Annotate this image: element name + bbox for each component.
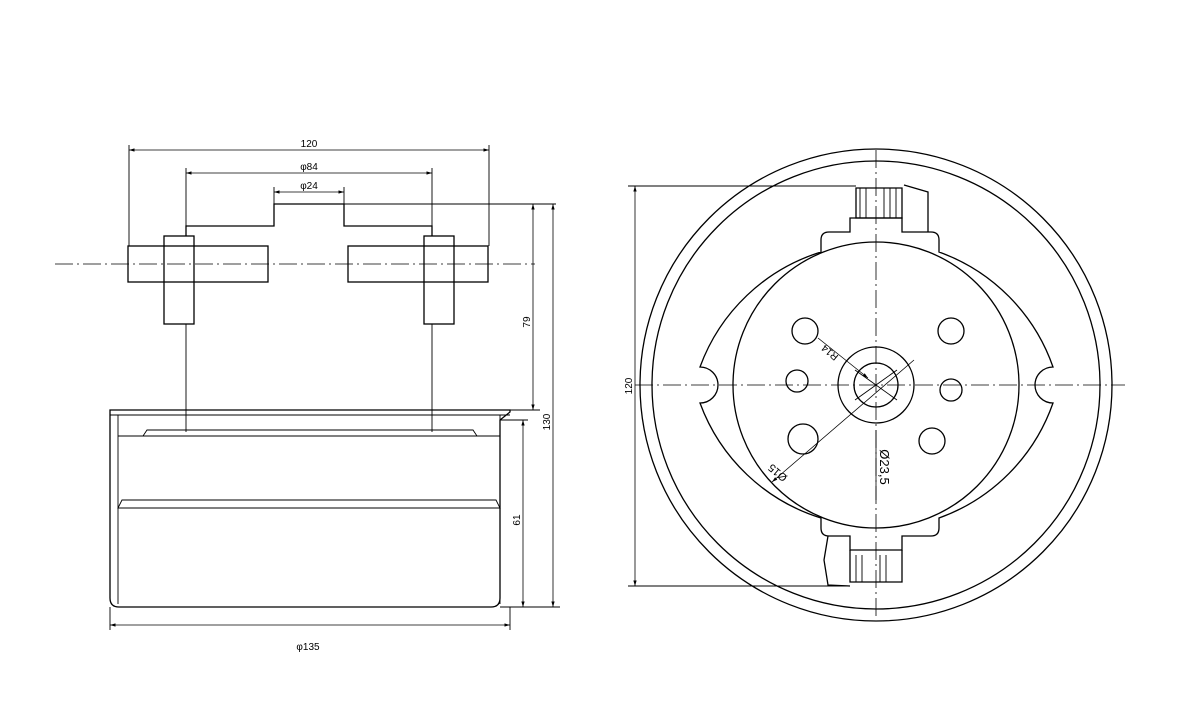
inner-circle (732, 241, 1020, 529)
housing-outline (109, 409, 511, 608)
top-terminal-clip (903, 184, 929, 232)
housing-plate (142, 429, 478, 437)
dim-housing-height: 61 (512, 514, 523, 526)
left-shaft (127, 245, 269, 283)
label-pcd-radius: R14 (820, 342, 841, 363)
bottom-terminal-clip (823, 535, 851, 587)
housing-step (117, 499, 501, 509)
dim-face-height: 120 (624, 377, 635, 394)
mounting-hole (791, 317, 819, 345)
leader-hole (771, 359, 915, 483)
dim-shaft-dia: φ24 (300, 181, 318, 192)
mounting-hole (785, 369, 809, 393)
right-shaft (347, 245, 489, 283)
dim-overall-width: 120 (301, 139, 318, 150)
hub-cross-line (854, 369, 898, 401)
side-view: 120 φ84 φ24 79 130 61 φ135 (55, 139, 560, 653)
mounting-hole (918, 427, 946, 455)
top-profile (185, 203, 433, 236)
mounting-hole (937, 317, 965, 345)
label-bore-dia: Ø23,5 (877, 449, 892, 484)
leader-pcd (817, 337, 869, 379)
hub-bore (853, 362, 899, 408)
top-terminal (855, 187, 903, 219)
hub-outer (837, 346, 915, 424)
mounting-hole (939, 378, 963, 402)
dim-total-height: 130 (542, 413, 553, 430)
front-view: Ø15 R14 Ø23,5 120 (624, 148, 1125, 622)
dim-housing-dia: φ135 (296, 642, 320, 653)
bottom-terminal (849, 550, 903, 583)
flange-contour (699, 217, 1054, 551)
dim-upper-height: 79 (522, 316, 533, 328)
outer-ring (639, 148, 1113, 622)
left-bracket (163, 235, 195, 325)
mounting-hole (787, 423, 819, 455)
right-bracket (423, 235, 455, 325)
second-ring (651, 160, 1101, 610)
dim-bracket-span: φ84 (300, 162, 318, 173)
